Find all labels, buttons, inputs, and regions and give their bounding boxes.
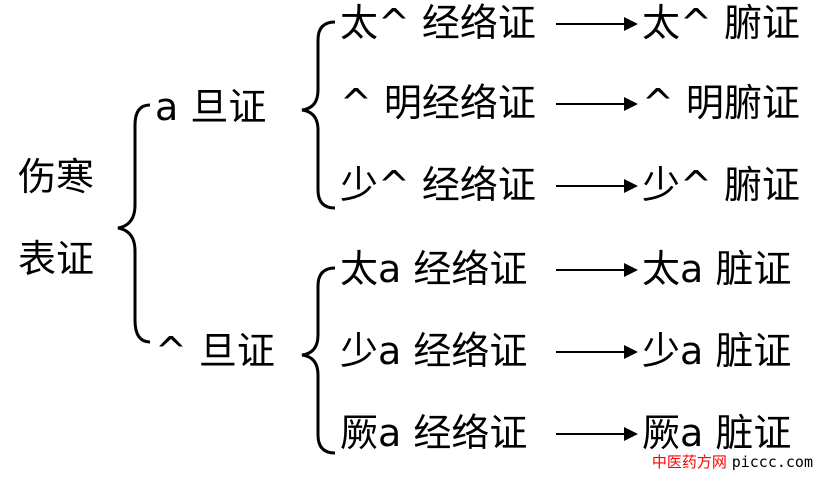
row-arrow bbox=[556, 179, 638, 193]
row-from: 太a 经络证 bbox=[340, 247, 528, 291]
row-arrow bbox=[556, 345, 638, 359]
row-arrow bbox=[556, 17, 638, 31]
row-arrow bbox=[556, 97, 638, 111]
row-to: 厥a 脏证 bbox=[642, 411, 792, 455]
root-label-line2: 表证 bbox=[18, 237, 95, 281]
row-to: 少a 脏证 bbox=[642, 329, 792, 373]
root-bracket bbox=[117, 103, 151, 344]
watermark-cn: 中医药方网 bbox=[651, 453, 727, 471]
row-arrow bbox=[556, 263, 638, 277]
row-to: 太a 脏证 bbox=[642, 247, 792, 291]
row-arrow bbox=[556, 427, 638, 441]
branch-label-lower: ^ 旦证 bbox=[155, 329, 275, 373]
row-from: 少a 经络证 bbox=[340, 329, 528, 373]
row-to: 少^ 腑证 bbox=[642, 163, 800, 207]
row-to: 太^ 腑证 bbox=[642, 1, 800, 45]
row-from: 太^ 经络证 bbox=[340, 1, 536, 45]
watermark-en: piccc.com bbox=[731, 453, 813, 471]
row-from: 少^ 经络证 bbox=[340, 163, 536, 207]
watermark: 中医药方网 piccc.com bbox=[652, 451, 813, 472]
row-to: ^ 明腑证 bbox=[642, 81, 800, 125]
lower-bracket bbox=[301, 266, 336, 455]
branch-label-upper: a 旦证 bbox=[155, 85, 267, 129]
row-from: ^ 明经络证 bbox=[340, 81, 536, 125]
row-from: 厥a 经络证 bbox=[340, 411, 528, 455]
upper-bracket bbox=[301, 20, 336, 210]
root-label-line1: 伤寒 bbox=[18, 155, 95, 199]
